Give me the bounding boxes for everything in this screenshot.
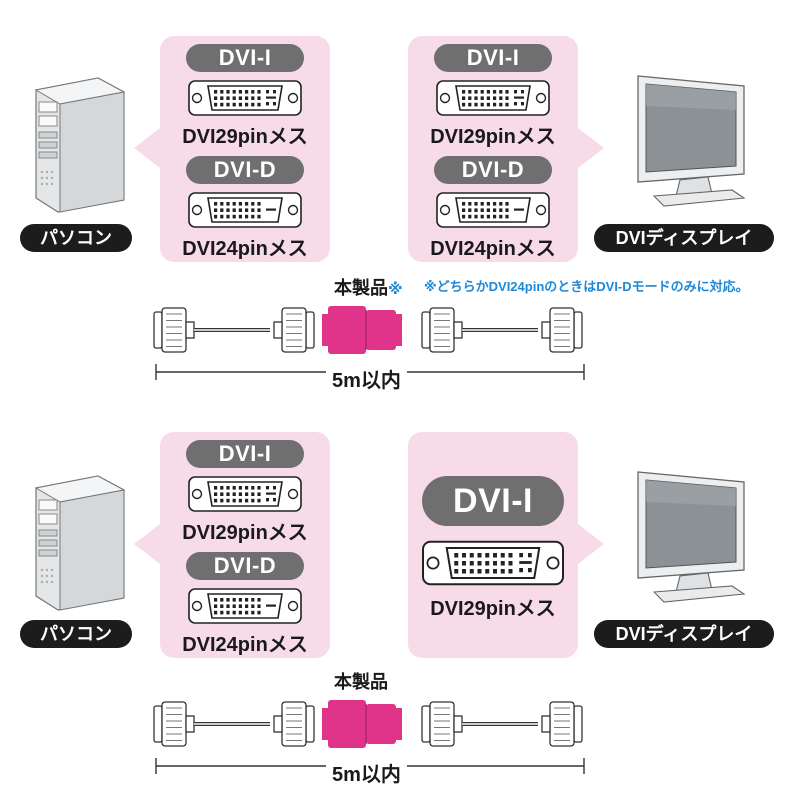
bottom-right-panel: DVI-I DVI29pinメス: [408, 432, 578, 658]
dvi-24pin-caption: DVI24pinメス: [182, 634, 308, 656]
dvi-i-pill: DVI-I: [186, 44, 304, 72]
panel-pointer: [578, 128, 604, 168]
asterisk-mark: ※: [388, 281, 403, 298]
dvi-29pin-caption: DVI29pinメス: [182, 522, 308, 544]
panel-pointer: [578, 524, 604, 564]
dvi-d-pill: DVI-D: [186, 552, 304, 580]
pc-label: パソコン: [20, 224, 132, 252]
bottom-left-panel: DVI-I DVI29pinメス DVI-D DVI24pinメス: [160, 432, 330, 658]
dvi-d-connector-icon: [188, 588, 302, 624]
pc-tower-icon: [34, 475, 126, 611]
top-right-panel: DVI-I DVI29pinメス DVI-D DVI24pinメス: [408, 36, 578, 262]
dvi-29pin-caption: DVI29pinメス: [430, 598, 556, 620]
dvi-i-connector-icon: [188, 80, 302, 116]
pc-label: パソコン: [20, 620, 132, 648]
dvi-i-connector-icon: [188, 476, 302, 512]
display-label: DVIディスプレイ: [594, 620, 774, 648]
compatibility-note: ※どちらかDVI24pinのときはDVI-Dモードのみに対応。: [424, 279, 749, 294]
dvi-d-connector-icon: [436, 192, 550, 228]
dvi-d-pill: DVI-D: [434, 156, 552, 184]
monitor-icon: [637, 75, 746, 207]
cable-length-label: 5m以内: [326, 758, 407, 787]
display-label: DVIディスプレイ: [594, 224, 774, 252]
dvi-24pin-caption: DVI24pinメス: [430, 238, 556, 260]
panel-pointer: [134, 524, 160, 564]
cable-diagram: [153, 700, 585, 774]
dvi-i-pill: DVI-I: [422, 476, 564, 526]
monitor-icon: [637, 471, 746, 603]
dvi-24pin-caption: DVI24pinメス: [182, 238, 308, 260]
panel-pointer: [134, 128, 160, 168]
dvi-i-connector-icon: [436, 80, 550, 116]
top-left-panel: DVI-I DVI29pinメス DVI-D DVI24pinメス: [160, 36, 330, 262]
cable-diagram: [153, 306, 585, 380]
dvi-d-connector-icon: [188, 192, 302, 228]
dvi-i-pill: DVI-I: [434, 44, 552, 72]
product-label: 本製品※: [334, 278, 403, 298]
cable-length-label: 5m以内: [326, 364, 407, 393]
product-label: 本製品: [334, 672, 388, 692]
dvi-d-pill: DVI-D: [186, 156, 304, 184]
dvi-i-connector-icon: [422, 540, 564, 586]
dvi-i-pill: DVI-I: [186, 440, 304, 468]
pc-tower-icon: [34, 77, 126, 213]
dvi-29pin-caption: DVI29pinメス: [182, 126, 308, 148]
dvi-29pin-caption: DVI29pinメス: [430, 126, 556, 148]
